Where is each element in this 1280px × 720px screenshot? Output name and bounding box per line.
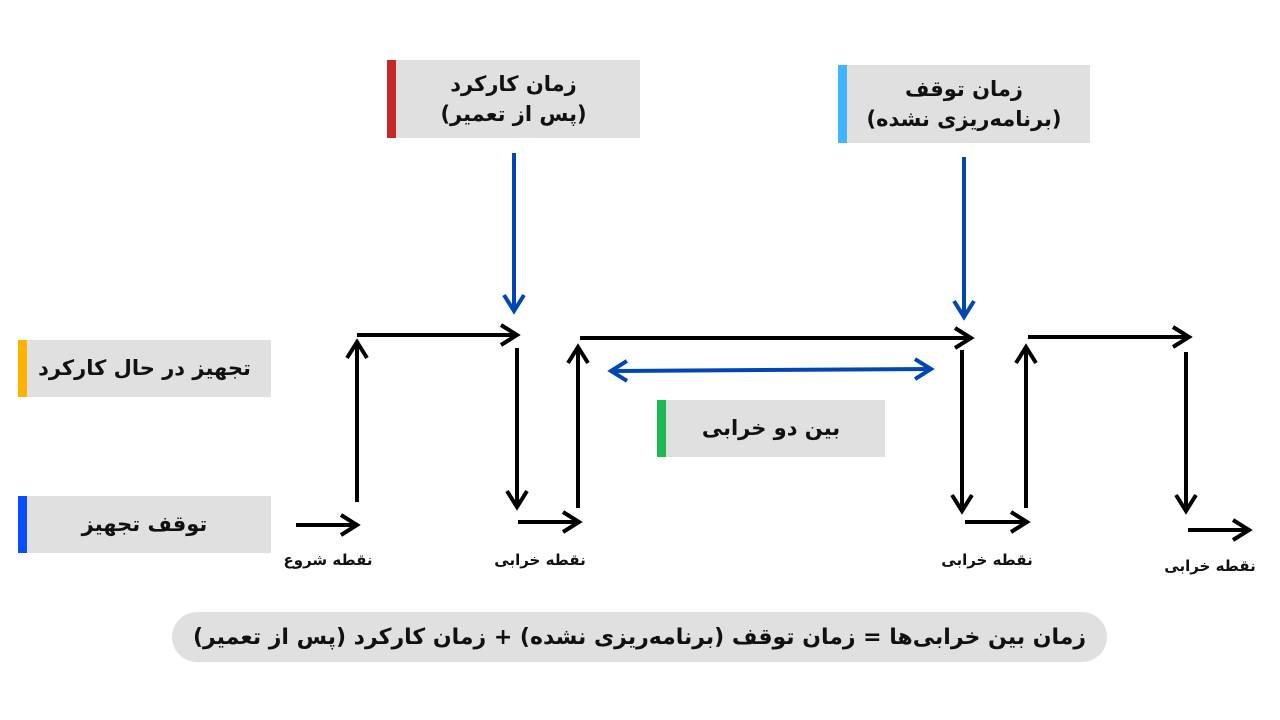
formula-text: زمان بین خرابی‌ها = زمان توقف (برنامه‌ری…	[192, 624, 1087, 650]
failure-point-label: نقطه خرابی	[941, 551, 1033, 569]
downtime-box: زمان توقف (برنامه‌ریزی نشده)	[838, 65, 1090, 143]
downtime-accent-bar	[838, 65, 847, 143]
running-label: تجهیز در حال کارکرد	[38, 356, 251, 381]
downtime-title: زمان توقف	[904, 76, 1024, 101]
double-arrow	[607, 357, 935, 383]
uptime-title: زمان کارکرد	[450, 71, 577, 96]
failure-point-label: نقطه خرابی	[494, 551, 586, 569]
uptime-box: زمان کارکرد (پس از تعمیر)	[387, 60, 640, 138]
uptime-subtitle: (پس از تعمیر)	[440, 102, 587, 126]
downtime-subtitle: (برنامه‌ریزی نشده)	[866, 107, 1062, 131]
running-state-box: تجهیز در حال کارکرد	[18, 340, 271, 397]
stopped-state-box: توقف تجهیز	[18, 496, 271, 553]
between-failures-box: بین دو خرابی	[657, 400, 885, 457]
failure-point-label: نقطه خرابی	[1164, 557, 1256, 575]
stopped-accent-bar	[18, 496, 27, 553]
between-accent-bar	[657, 400, 666, 457]
formula-banner: زمان بین خرابی‌ها = زمان توقف (برنامه‌ری…	[172, 612, 1107, 662]
stopped-label: توقف تجهیز	[81, 512, 208, 537]
between-label: بین دو خرابی	[701, 416, 841, 441]
running-accent-bar	[18, 340, 27, 397]
uptime-accent-bar	[387, 60, 396, 138]
start-point-label: نقطه شروع	[283, 551, 373, 569]
